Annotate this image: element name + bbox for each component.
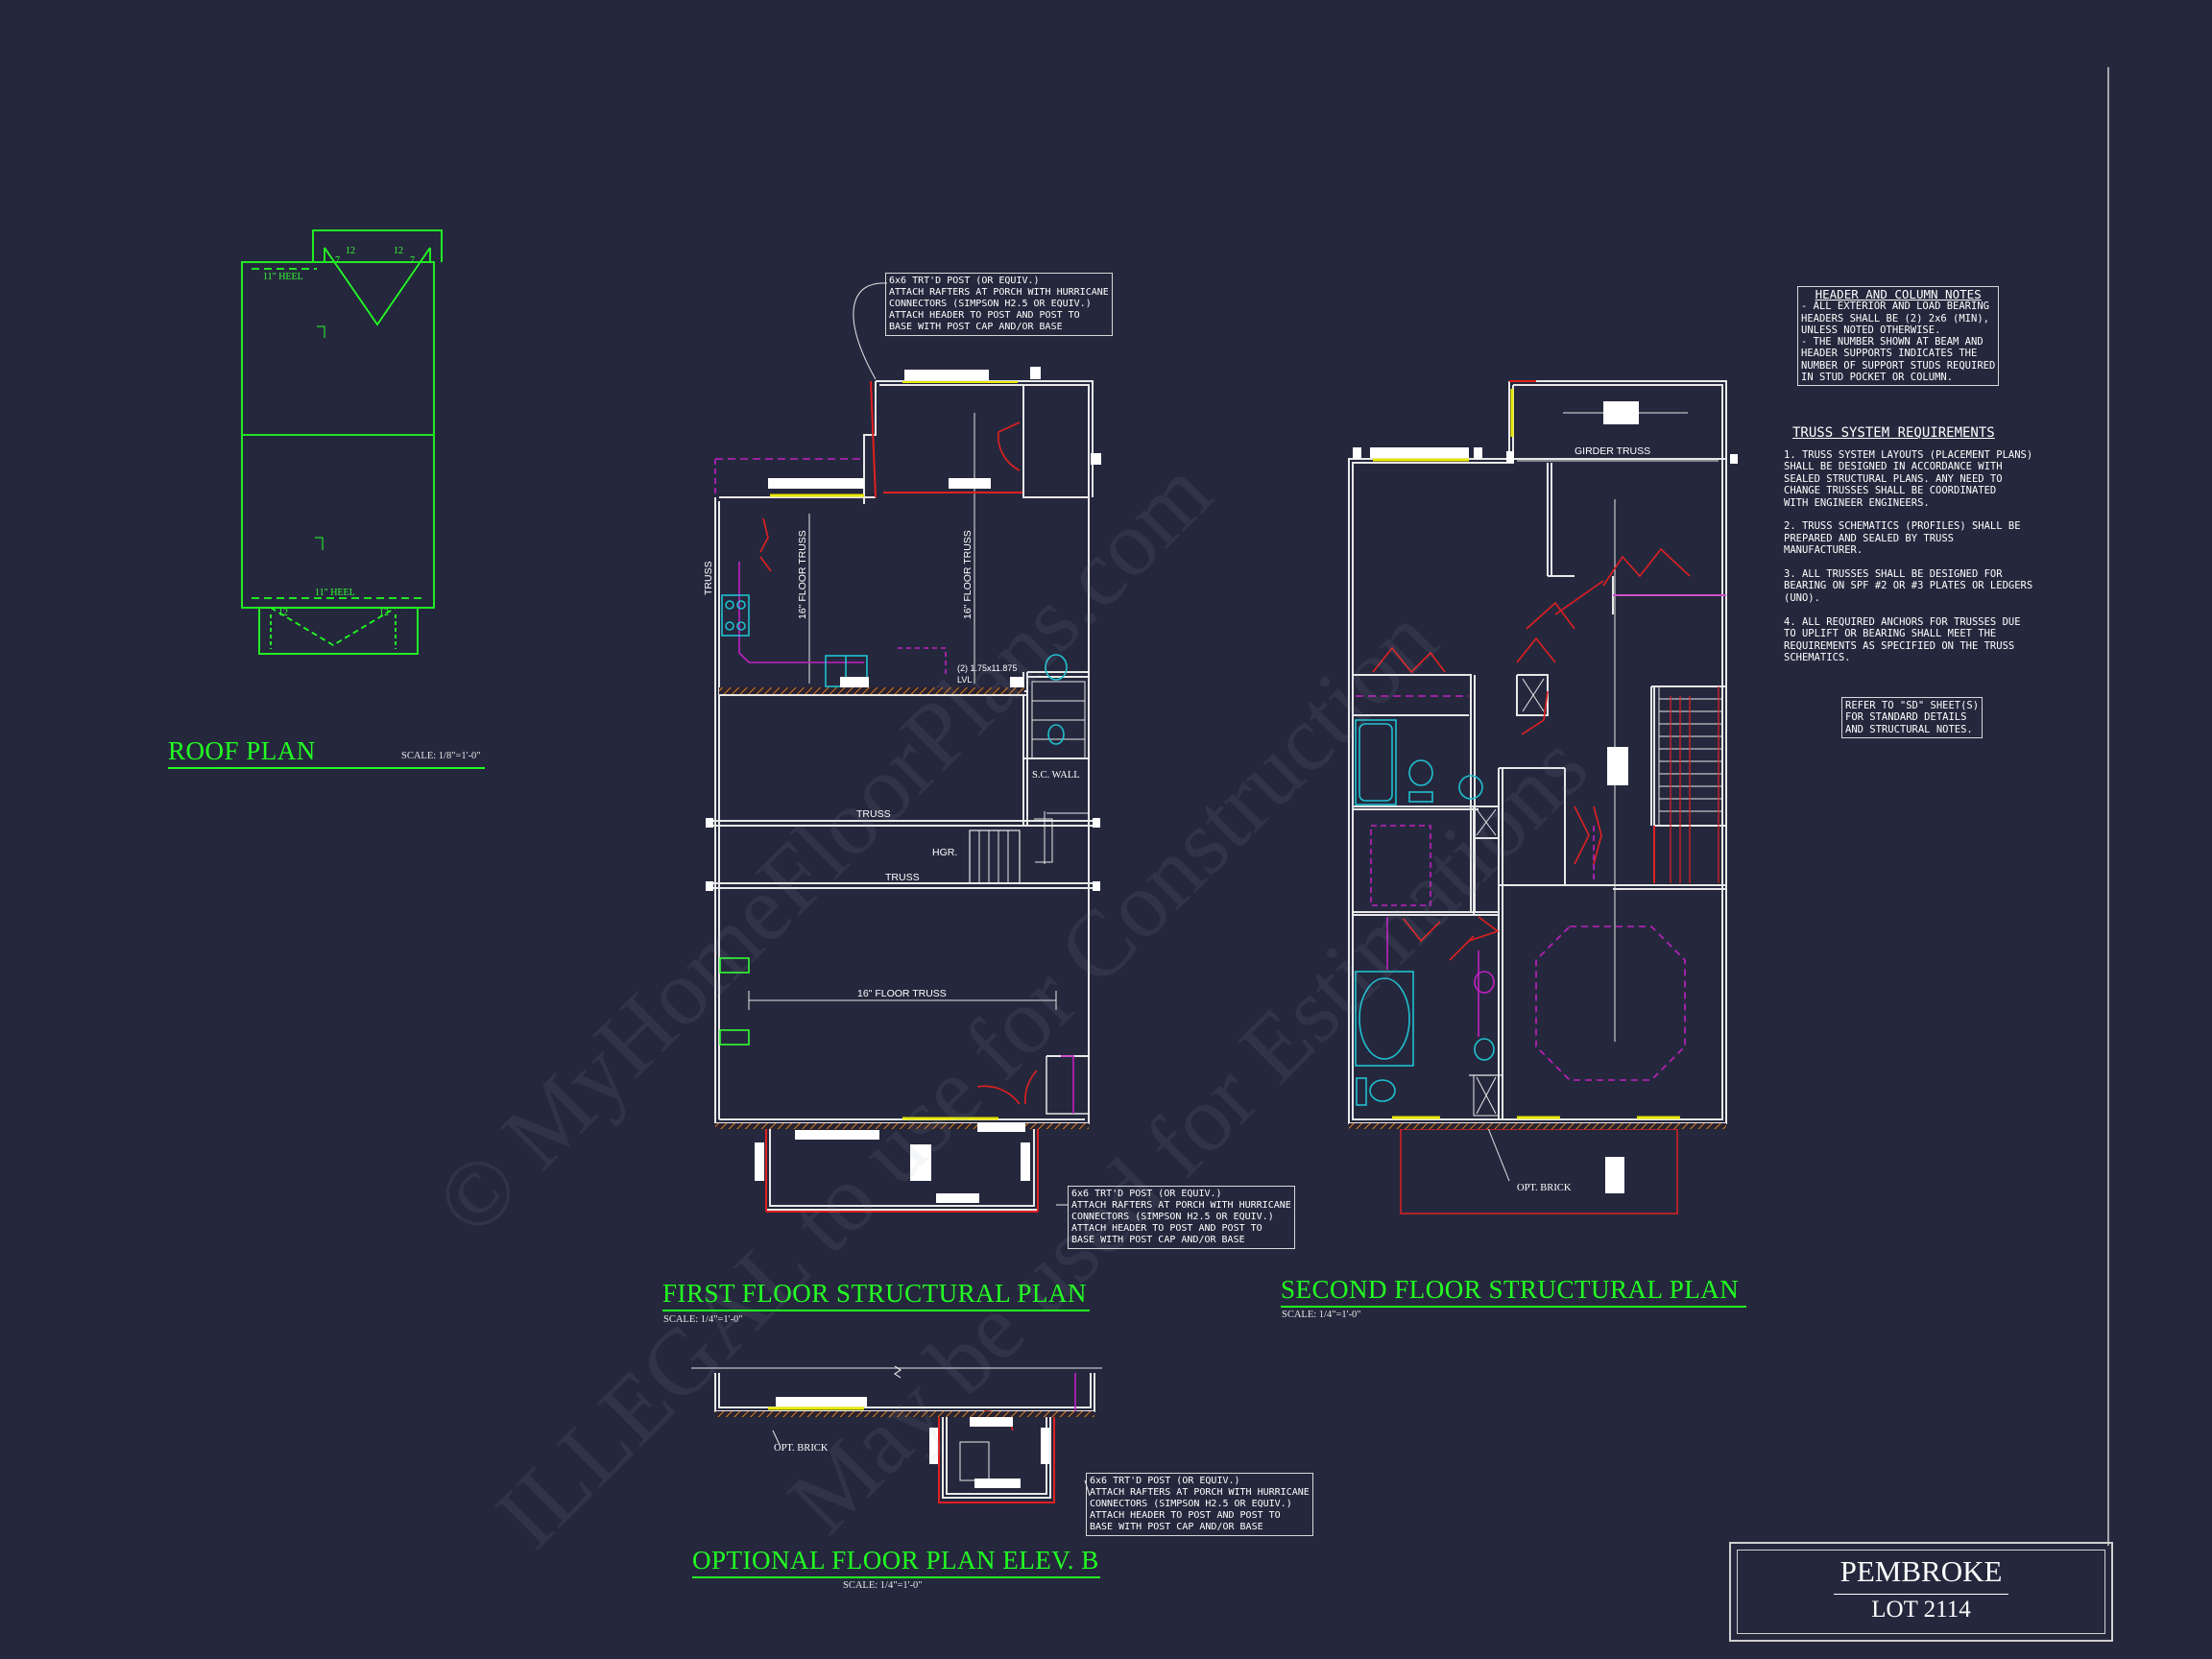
roof-pitch-d: 12 bbox=[379, 608, 389, 618]
roof-pitch-7b: 7 bbox=[410, 255, 415, 266]
second-floor-scale: SCALE: 1/4"=1'-0" bbox=[1282, 1310, 1361, 1320]
roof-pitch-7a: 7 bbox=[335, 255, 340, 266]
label-truss-vertical: TRUSS bbox=[703, 561, 714, 595]
label-floor-truss-c: 16" FLOOR TRUSS bbox=[857, 988, 947, 999]
roof-heel-bottom: 11" HEEL bbox=[315, 588, 355, 598]
label-hgr: HGR. bbox=[932, 847, 958, 858]
header-column-notes: HEADER AND COLUMN NOTES- ALL EXTERIOR AN… bbox=[1797, 286, 2000, 387]
label-girder-truss: GIRDER TRUSS bbox=[1575, 445, 1651, 457]
label-sc-wall: S.C. WALL bbox=[1032, 770, 1080, 781]
truss-requirements-title: TRUSS SYSTEM REQUIREMENTS bbox=[1792, 425, 1995, 441]
lot-number: LOT 2114 bbox=[1871, 1597, 1971, 1623]
truss-requirements-body: 1. TRUSS SYSTEM LAYOUTS (PLACEMENT PLANS… bbox=[1784, 449, 2033, 663]
optional-plan-scale: SCALE: 1/4"=1'-0" bbox=[843, 1580, 923, 1591]
first-floor-plan bbox=[710, 380, 1094, 1211]
label-opt-brick-optional: OPT. BRICK bbox=[774, 1443, 829, 1454]
first-floor-details bbox=[714, 380, 1074, 1213]
title-block-inner: PEMBROKE LOT 2114 bbox=[1737, 1550, 2105, 1634]
post-note-first: 6x6 TRT'D POST (OR EQUIV.) ATTACH RAFTER… bbox=[1068, 1186, 1295, 1249]
second-floor-hatch-bottom bbox=[1349, 1123, 1726, 1129]
first-floor-scale: SCALE: 1/4"=1'-0" bbox=[663, 1314, 743, 1325]
first-floor-title: FIRST FLOOR STRUCTURAL PLAN bbox=[662, 1279, 1090, 1311]
label-floor-truss-b: 16" FLOOR TRUSS bbox=[962, 530, 974, 619]
roof-plan bbox=[241, 229, 443, 655]
roof-pitch-a: 12 bbox=[346, 246, 355, 256]
title-rule bbox=[1834, 1594, 2008, 1595]
optional-details bbox=[768, 1365, 1076, 1503]
label-lvl: (2) 1.75x11.875 LVL bbox=[957, 663, 1018, 685]
roof-heel-top: 11" HEEL bbox=[263, 272, 303, 282]
post-note-optional: 6x6 TRT'D POST (OR EQUIV.) ATTACH RAFTER… bbox=[1086, 1473, 1313, 1536]
roof-pitch-b: 12 bbox=[394, 246, 403, 256]
optional-plan-title: OPTIONAL FLOOR PLAN ELEV. B bbox=[692, 1546, 1100, 1578]
plan-name: PEMBROKE bbox=[1839, 1554, 2003, 1588]
roof-plan-title: ROOF PLAN bbox=[168, 736, 485, 769]
header-notes-body: - ALL EXTERIOR AND LOAD BEARING HEADERS … bbox=[1801, 301, 1996, 384]
second-floor-details bbox=[1355, 380, 1726, 1119]
roof-plan-scale: SCALE: 1/8"=1'-0" bbox=[401, 751, 481, 761]
label-truss-2: TRUSS bbox=[885, 872, 920, 883]
first-floor-headers bbox=[706, 367, 1101, 1203]
roof-pitch-c: 12 bbox=[278, 608, 288, 618]
first-floor-hatch-bottom bbox=[715, 1123, 1089, 1129]
first-floor-hatch-top bbox=[719, 687, 1024, 694]
second-floor-headers bbox=[1353, 401, 1738, 1193]
refer-sd-note: REFER TO "SD" SHEET(S) FOR STANDARD DETA… bbox=[1841, 697, 1984, 739]
optional-plan bbox=[691, 1367, 1102, 1499]
header-notes-title: HEADER AND COLUMN NOTES bbox=[1815, 287, 1982, 301]
optional-headers bbox=[776, 1397, 1049, 1488]
label-opt-brick-second: OPT. BRICK bbox=[1517, 1183, 1572, 1193]
post-note-top: 6x6 TRT'D POST (OR EQUIV.) ATTACH RAFTER… bbox=[885, 273, 1113, 336]
second-floor-plan bbox=[1348, 380, 1727, 1214]
label-floor-truss-a: 16" FLOOR TRUSS bbox=[797, 530, 808, 619]
leader-lines bbox=[853, 282, 1091, 1497]
optional-hatch bbox=[715, 1411, 1094, 1417]
label-truss-1: TRUSS bbox=[856, 808, 891, 820]
second-floor-title: SECOND FLOOR STRUCTURAL PLAN bbox=[1281, 1275, 1746, 1308]
title-block: PEMBROKE LOT 2114 bbox=[1729, 1542, 2113, 1642]
